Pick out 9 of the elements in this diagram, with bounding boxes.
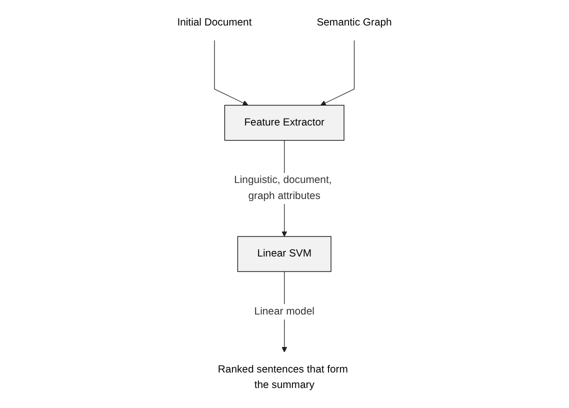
edge-label: Linguistic, document, graph attributes	[234, 174, 332, 202]
arrow	[214, 40, 248, 106]
edge-label: Linear model	[254, 306, 314, 318]
node-text: Semantic Graph	[316, 16, 392, 28]
node-box: Linear SVM	[237, 236, 332, 272]
node-text: Ranked sentences that form the summary	[218, 364, 348, 390]
node-box: Feature Extractor	[224, 104, 344, 141]
arrow	[320, 40, 355, 106]
node-text: Initial Document	[177, 16, 252, 28]
